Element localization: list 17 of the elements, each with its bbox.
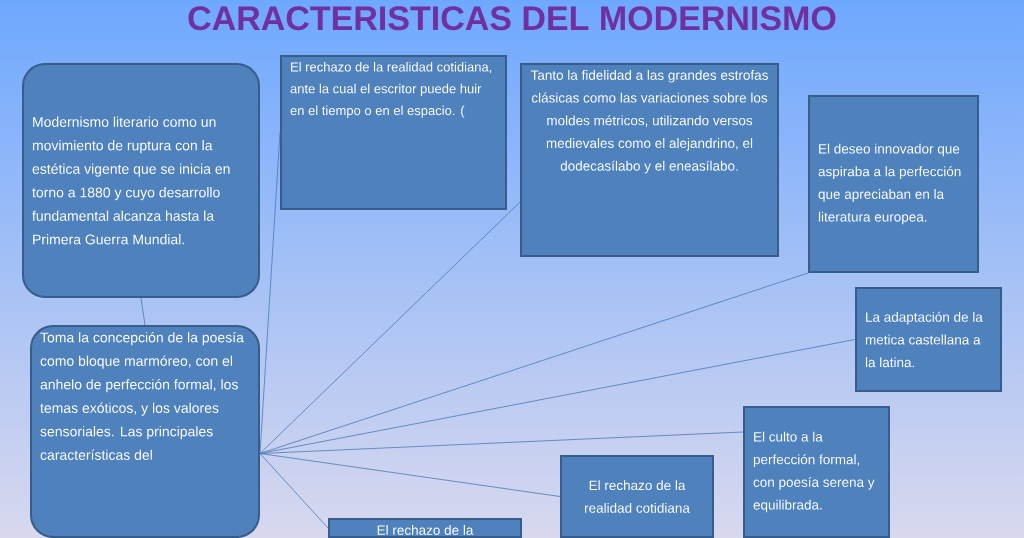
connector-line <box>259 272 809 454</box>
rounded-text-box: Modernismo literario como un movimiento de ruptura con la estética vigente que se inicia en torno a 1880 y cuyo desarrollo fundamental alcanza hasta la Primera Guerra Mundial. <box>22 63 260 298</box>
text-box: El rechazo de la <box>328 518 522 538</box>
text-box: El culto a la perfección formal, con poesía serena y equilibrada. <box>743 406 890 538</box>
connector-line <box>259 201 521 454</box>
title: CARACTERISTICAS DEL MODERNISMO <box>188 6 836 31</box>
connector-line <box>259 132 281 454</box>
text-box: El rechazo de la realidad cotidiana, ante la cual el escritor puede huir en el tiempo o en el espacio. ( <box>280 55 507 210</box>
text-box: Tanto la fidelidad a las grandes estrofas clásicas como las variaciones sobre los moldes métricos, utilizando versos medievales como el alejandrino, el dodecasílabo y el eneasílabo. <box>520 63 779 257</box>
text-box: El rechazo de la realidad cotidiana <box>560 455 714 538</box>
text-box: El deseo innovador que aspiraba a la perfección que apreciaban en la literatura europea. <box>808 95 979 273</box>
rounded-text-box: Toma la concepción de la poesía como bloque marmóreo, con el anhelo de perfección formal, los temas exóticos, y los valores sensoriales. Las principales características del <box>30 325 260 538</box>
connector-line <box>140 297 146 326</box>
connector-line <box>259 339 856 454</box>
text-box: La adaptación de la metica castellana a la latina. <box>855 287 1002 392</box>
connector-line <box>259 453 329 529</box>
connector-line <box>259 453 561 497</box>
